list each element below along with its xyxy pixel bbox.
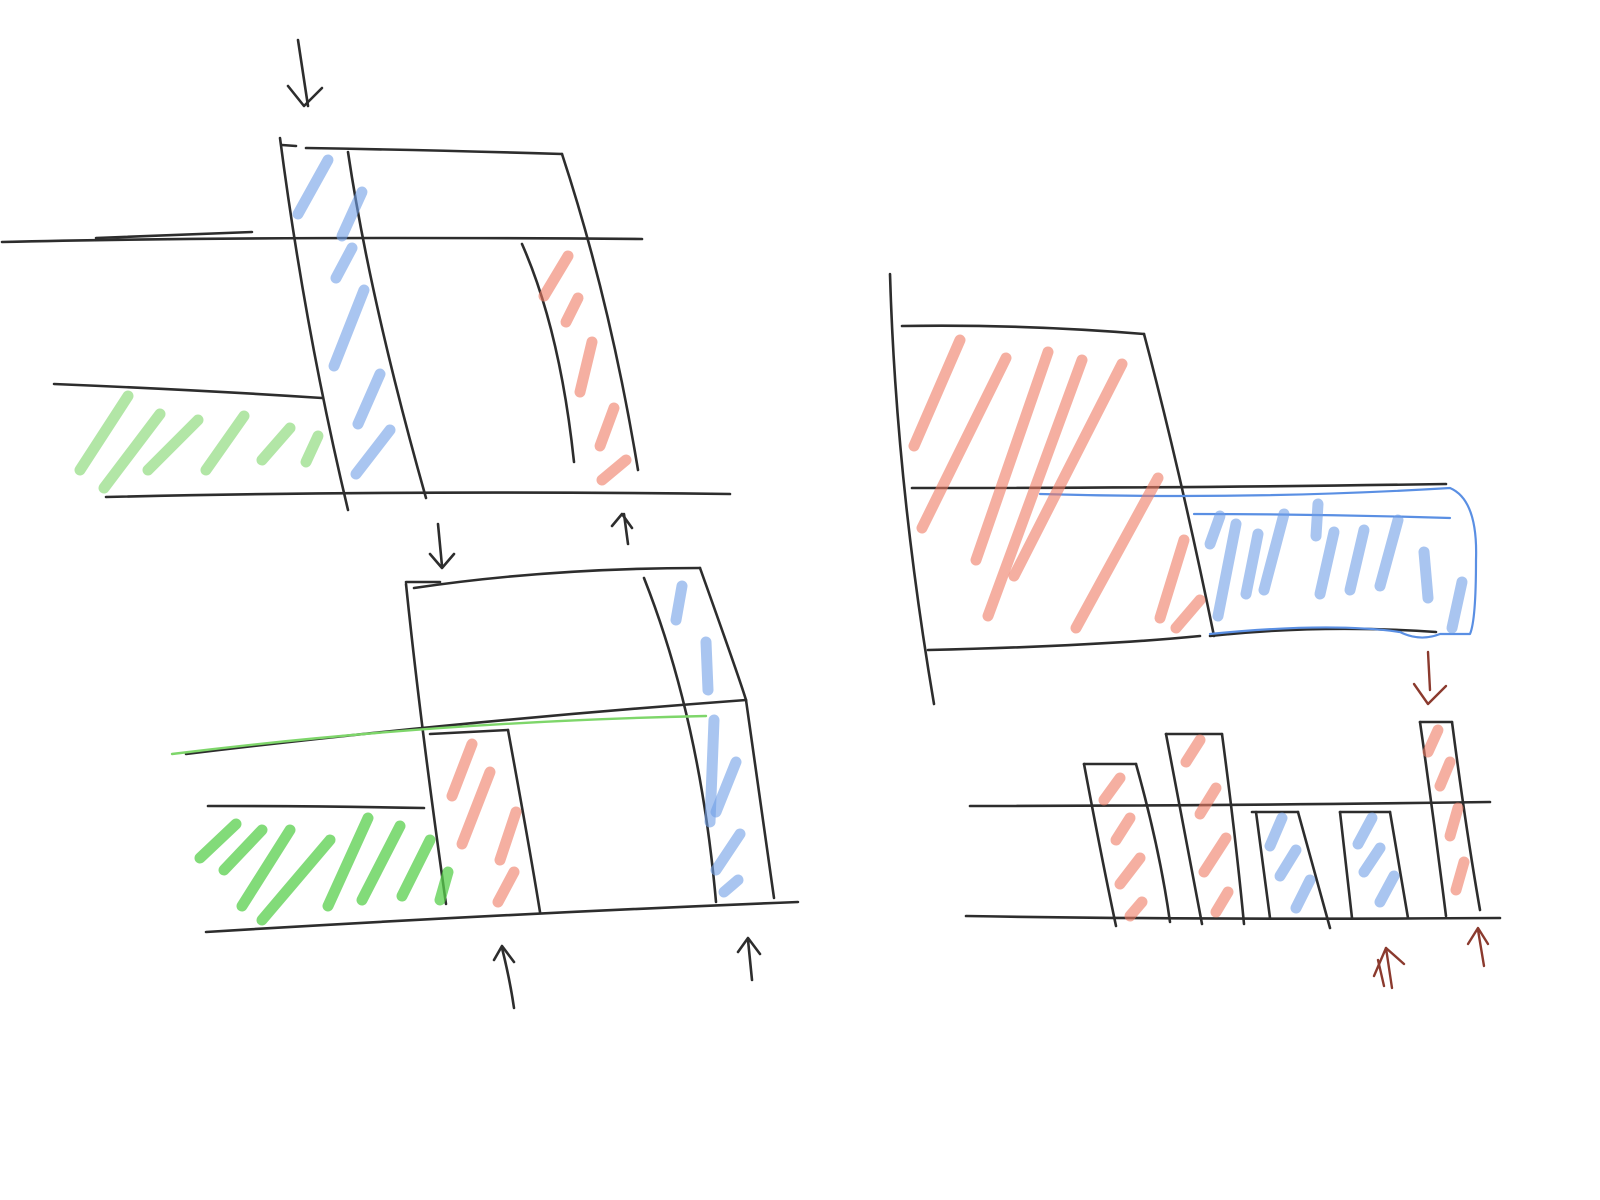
down-arrow-icon [286,38,324,108]
up-arrow-icon [1466,926,1490,968]
bottom-left-red-hatch [446,738,522,908]
bottom-left-blue-hatch [670,580,746,898]
up-arrow-icon [736,936,762,982]
right-small-blue-hatch [1264,812,1400,914]
right-large-blue-hatch [1204,498,1468,634]
right-small-panel [964,720,1502,990]
top-left-outlines [0,136,732,512]
right-large-red-hatch [908,334,1206,634]
right-large-panel [888,272,1478,706]
bottom-left-green-line [170,714,708,756]
bottom-left-outlines [184,566,800,934]
down-arrow-icon [1412,650,1448,706]
right-large-outlines [888,272,1448,706]
top-left-red-hatch [538,250,632,486]
bottom-left-panel [170,522,800,1010]
right-blue-region-outline [1038,486,1478,639]
up-arrow-icon [610,512,634,546]
bottom-left-green-hatch [194,812,454,926]
right-small-outlines [964,720,1502,930]
top-left-green-hatch [74,390,324,494]
down-arrow-icon [428,522,456,570]
top-left-blue-hatch [292,154,396,480]
right-small-red-hatch [1098,724,1470,922]
up-arrow-icon [492,944,516,1010]
top-left-panel [0,38,732,546]
up-arrow-icon [1372,946,1406,990]
